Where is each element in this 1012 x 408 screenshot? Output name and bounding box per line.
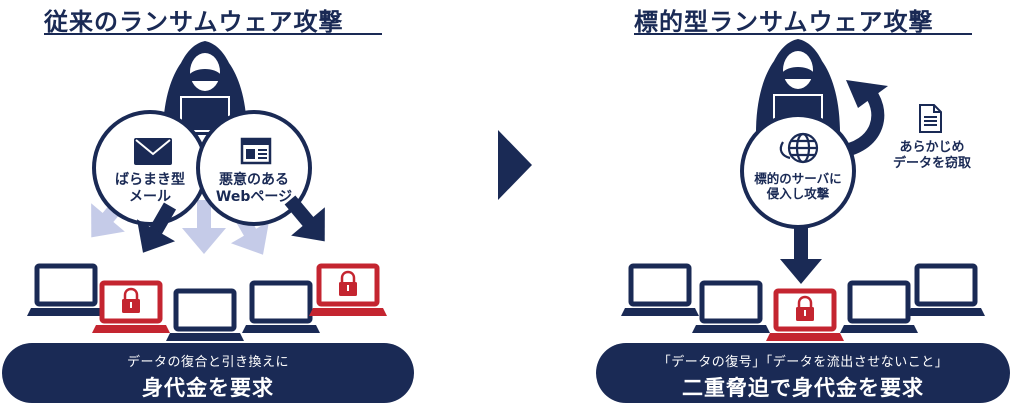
laptop-icon-locked — [92, 283, 170, 333]
bubble-server-line2: 侵入し攻撃 — [766, 186, 830, 201]
chevron-right-icon — [498, 130, 532, 200]
left-ransom-bar: データの復合と引き換えに 身代金を要求 — [2, 343, 414, 403]
bubble-mail-label: ばらまき型 メール — [100, 172, 200, 206]
laptop-icon — [166, 291, 244, 341]
right-bar-maintext: 二重脅迫で身代金を要求 — [682, 376, 924, 400]
laptop-icon — [27, 266, 105, 316]
laptop-icon — [242, 283, 320, 333]
bubble-mail-line1: ばらまき型 — [115, 172, 185, 188]
document-icon — [919, 104, 942, 133]
right-bar-subtext: 「データの復号」「データを流出させないこと」 — [657, 355, 949, 370]
right-title: 標的型ランサムウェア攻撃 — [634, 8, 934, 36]
bubble-mail — [92, 110, 208, 226]
right-title-underline — [634, 33, 972, 35]
webpage-icon — [240, 137, 272, 165]
bubble-web-line2: Webページ — [215, 188, 293, 205]
left-bar-subtext: データの復合と引き換えに — [126, 355, 289, 370]
laptop-icon — [692, 283, 770, 333]
left-title-underline — [44, 33, 382, 35]
left-title: 従来のランサムウェア攻撃 — [44, 8, 344, 36]
laptop-icon-locked — [309, 266, 387, 316]
bubble-server-label: 標的のサーバに 侵入し攻撃 — [744, 171, 852, 201]
laptop-icon-locked — [766, 291, 844, 341]
bubble-web — [196, 110, 312, 226]
steal-label: あらかじめ データを窃取 — [884, 140, 980, 171]
laptop-icon — [621, 266, 699, 316]
bubble-server-line1: 標的のサーバに — [754, 171, 842, 186]
globe-icon — [779, 132, 819, 164]
bubble-mail-line2: メール — [129, 188, 171, 205]
right-ransom-bar: 「データの復号」「データを流出させないこと」 二重脅迫で身代金を要求 — [596, 343, 1010, 403]
bubble-web-label: 悪意のある Webページ — [204, 172, 304, 206]
mail-icon — [134, 138, 172, 165]
steal-line1: あらかじめ — [899, 140, 965, 155]
bubble-web-line1: 悪意のある — [219, 172, 289, 188]
left-bar-maintext: 身代金を要求 — [142, 376, 274, 400]
laptop-icon — [907, 266, 985, 316]
laptop-icon — [840, 283, 918, 333]
steal-line2: データを窃取 — [892, 155, 971, 171]
bubble-server — [740, 113, 856, 229]
arrow-icon — [780, 228, 822, 284]
